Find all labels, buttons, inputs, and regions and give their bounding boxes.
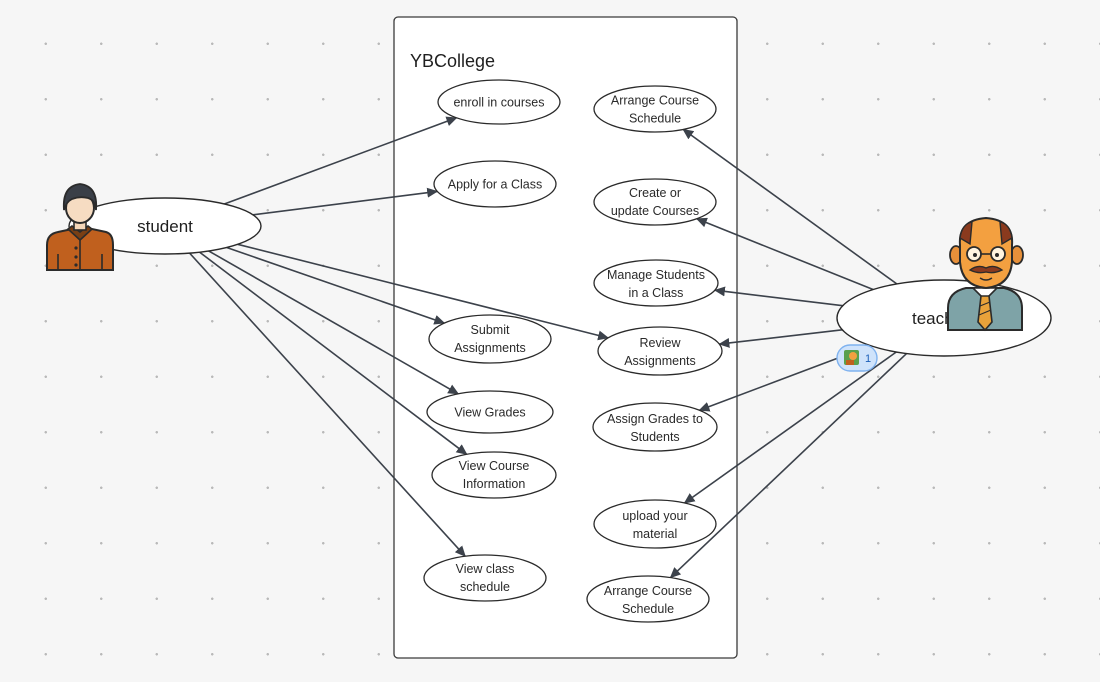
use-case-label: in a Class [629, 286, 684, 300]
collaborator-avatar-icon [844, 350, 859, 365]
use-case-review-assignments[interactable]: Review Assignments [597, 326, 723, 376]
use-case-label: Submit [471, 323, 510, 337]
use-case-label: enroll in courses [453, 96, 544, 110]
association-student-to-apply[interactable] [252, 187, 439, 216]
use-case-submit[interactable]: Submit Assignments [428, 314, 552, 364]
use-case-view-course-info[interactable]: View Course Information [431, 451, 557, 499]
use-case-label: Arrange Course [604, 584, 692, 598]
use-case-label: Apply for a Class [448, 178, 542, 192]
associations-layer [189, 116, 908, 579]
collaborator-count: 1 [865, 353, 871, 365]
use-case-label: Students [630, 430, 679, 444]
use-case-label: update Courses [611, 204, 699, 218]
use-case-assign-grades[interactable]: Assign Grades to Students [592, 402, 718, 452]
association-student-to-submit[interactable] [226, 246, 446, 325]
use-case-arrange-schedule-bottom[interactable]: Arrange Course Schedule [586, 575, 710, 623]
association-teacher-to-manage_students[interactable] [713, 286, 843, 307]
association-student-to-view_course_info[interactable] [199, 251, 468, 455]
association-teacher-to-review[interactable] [718, 329, 843, 348]
use-case-label: upload your [622, 509, 687, 523]
use-case-label: material [633, 527, 677, 541]
use-case-label: Schedule [622, 602, 674, 616]
use-case-enroll[interactable]: enroll in courses [437, 79, 561, 125]
use-case-label: Arrange Course [611, 94, 699, 108]
use-case-label: Schedule [629, 112, 681, 126]
association-student-to-review[interactable] [237, 243, 610, 341]
system-title: YBCollege [410, 51, 495, 71]
student-avatar-icon [46, 183, 114, 271]
use-case-apply[interactable]: Apply for a Class [433, 160, 557, 208]
use-case-arrange-schedule-top[interactable]: Arrange Course Schedule [593, 85, 717, 133]
use-case-label: Assign Grades to [607, 412, 703, 426]
use-case-label: View Grades [454, 406, 525, 420]
teacher-avatar-icon [947, 216, 1024, 332]
use-case-manage-students[interactable]: Manage Students in a Class [593, 259, 719, 307]
association-student-to-view_grades[interactable] [208, 250, 460, 395]
actor-label: student [137, 217, 193, 236]
use-case-label: Manage Students [607, 268, 705, 282]
use-case-label: Assignments [624, 354, 696, 368]
use-case-label: View class [456, 562, 515, 576]
use-case-view-grades[interactable]: View Grades [426, 390, 554, 434]
actor-teacher[interactable]: teacher [836, 216, 1052, 357]
use-case-label: schedule [460, 580, 510, 594]
association-student-to-view_schedule[interactable] [189, 252, 466, 557]
use-case-label: Information [463, 477, 526, 491]
association-teacher-to-upload[interactable] [683, 351, 897, 504]
association-teacher-to-arrange_bottom[interactable] [669, 353, 908, 579]
use-case-label: View Course [459, 459, 530, 473]
association-student-to-enroll[interactable] [224, 116, 458, 205]
association-teacher-to-arrange_top[interactable] [682, 128, 898, 285]
use-case-view-schedule[interactable]: View class schedule [423, 554, 547, 602]
association-teacher-to-create_update[interactable] [695, 217, 874, 291]
collaborator-badge[interactable]: 1 [836, 344, 878, 372]
actor-student[interactable]: student [46, 183, 262, 271]
use-case-label: Assignments [454, 341, 526, 355]
use-case-upload-material[interactable]: upload your material [593, 499, 717, 549]
use-case-label: Review [640, 336, 682, 350]
use-case-create-update-courses[interactable]: Create or update Courses [593, 178, 717, 226]
use-case-label: Create or [629, 186, 681, 200]
